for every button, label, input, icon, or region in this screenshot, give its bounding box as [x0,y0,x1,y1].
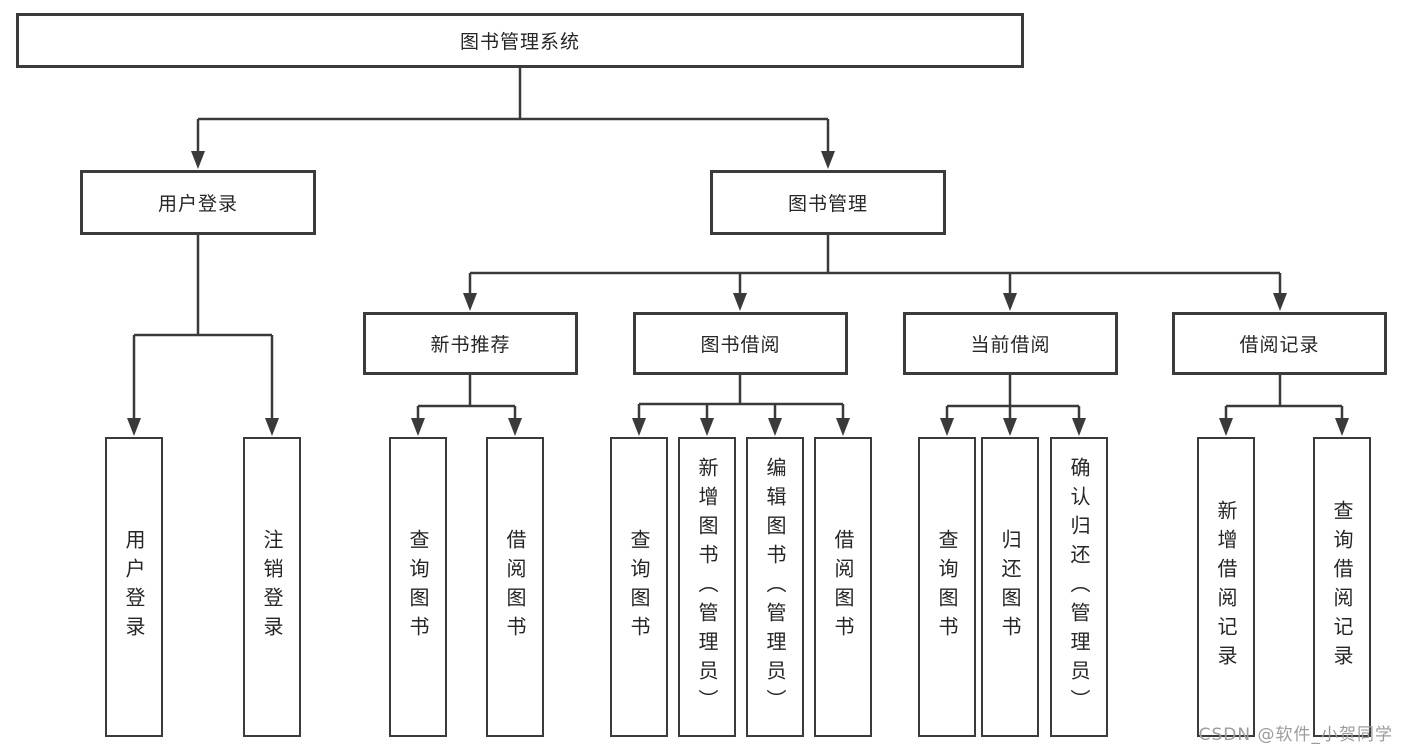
node-book-management: 图书管理 [710,170,946,235]
node-borrowing-records: 借阅记录 [1172,312,1387,375]
leaf-records-query-record: 查询借阅记录 [1313,437,1371,737]
arrowheads [127,151,1349,436]
connector-root-to-level2 [196,68,830,156]
node-current-borrowing: 当前借阅 [903,312,1118,375]
leaf-logout: 注销登录 [243,437,301,737]
leaf-user-login: 用户登录 [105,437,163,737]
connector-bookborrow-to-leaves [637,375,845,423]
leaf-current-query-books: 查询图书 [918,437,976,737]
node-root-system: 图书管理系统 [16,13,1024,68]
leaf-borrow-query-books: 查询图书 [610,437,668,737]
connector-bookmgmt-to-level3 [468,235,1282,298]
leaf-borrow-add-books-admin: 新增图书（管理员） [678,437,736,737]
leaf-current-confirm-return-admin: 确认归还（管理员） [1050,437,1108,737]
connector-userlogin-to-leaves [132,235,274,423]
leaf-borrow-borrow-books: 借阅图书 [814,437,872,737]
node-new-book-recommend: 新书推荐 [363,312,578,375]
node-user-login: 用户登录 [80,170,316,235]
connector-newbooks-to-leaves [416,375,517,423]
connector-currentborrow-to-leaves [945,375,1081,423]
leaf-records-add-record: 新增借阅记录 [1197,437,1255,737]
leaf-borrow-edit-books-admin: 编辑图书（管理员） [746,437,804,737]
leaf-current-return-books: 归还图书 [981,437,1039,737]
csdn-watermark: CSDN @软件_小贺同学 [1198,725,1393,745]
leaf-newbooks-query-books: 查询图书 [389,437,447,737]
node-book-borrowing: 图书借阅 [633,312,848,375]
leaf-newbooks-borrow-books: 借阅图书 [486,437,544,737]
connector-borrowrecords-to-leaves [1224,375,1344,423]
